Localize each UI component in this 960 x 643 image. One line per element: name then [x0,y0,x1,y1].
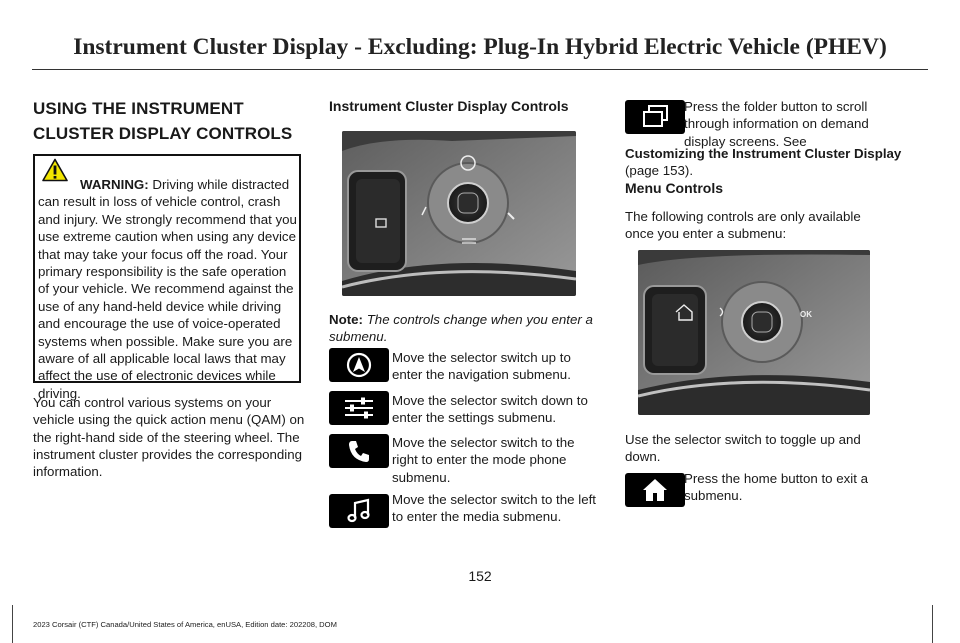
footer-edition-text: 2023 Corsair (CTF) Canada/United States … [33,620,337,629]
section-heading-line-1: USING THE INSTRUMENT [33,99,244,118]
steering-wheel-controls-image [342,131,576,296]
customizing-link[interactable]: Customizing the Instrument Cluster Displ… [625,146,902,161]
page-header-title: Instrument Cluster Display - Excluding: … [73,34,887,60]
home-button-icon [625,473,685,507]
note-label: Note: [329,312,363,327]
section-heading: USING THE INSTRUMENT CLUSTER DISPLAY CON… [33,96,303,146]
home-button-text: Press the home button to exit a submenu. [684,471,869,504]
warning-triangle-icon [42,158,68,182]
settings-item-text: Move the selector switch down to enter t… [392,393,588,426]
phone-icon [329,434,389,468]
menu-controls-heading: Menu Controls [625,180,723,196]
menu-intro-text: The following controls are only availabl… [625,209,861,242]
ok-label: OK [800,310,812,319]
phone-item-text: Move the selector switch to the right to… [392,435,575,485]
folder-button-icon [625,100,685,134]
folder-reference: Customizing the Instrument Cluster Displ… [625,145,905,180]
note-text: The controls change when you enter a sub… [329,312,593,345]
crop-mark-left [12,605,13,643]
navigation-icon [329,348,389,382]
intro-paragraph: You can control various systems on your … [33,395,305,480]
submenu-controls-image: OK [638,250,870,415]
toggle-text: Use the selector switch to toggle up and… [625,432,861,465]
controls-heading: Instrument Cluster Display Controls [329,98,569,114]
crop-mark-right [932,605,933,643]
music-note-icon [329,494,389,528]
warning-label: WARNING: [80,177,149,192]
page-reference: (page 153). [625,163,694,179]
folder-button-text: Press the folder button to scroll throug… [684,99,869,149]
page-number: 152 [468,568,492,584]
warning-box: WARNING: Driving while distracted can re… [33,154,301,401]
warning-text: Driving while distracted can result in l… [38,177,297,401]
media-item-text: Move the selector switch to the left to … [392,492,596,525]
section-heading-line-2: CLUSTER DISPLAY CONTROLS [33,124,293,143]
warning-paragraph: WARNING: Driving while distracted can re… [38,176,299,402]
header-divider [32,69,928,70]
note-paragraph: Note: The controls change when you enter… [329,311,601,346]
settings-sliders-icon [329,391,389,425]
navigation-item-text: Move the selector switch up to enter the… [392,350,571,383]
